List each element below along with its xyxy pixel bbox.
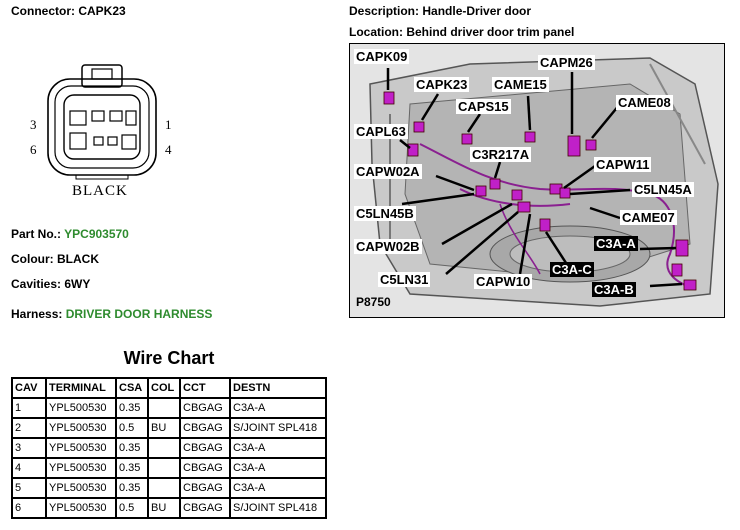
cell-destn: C3A-A [229,477,327,499]
cell-terminal: YPL500530 [45,497,117,519]
cell-cct: CBGAG [179,457,231,479]
location-value: Behind driver door trim panel [406,25,575,39]
cell-cct: CBGAG [179,497,231,519]
connector-line: Connector: CAPK23 [11,4,126,18]
cell-cav: 5 [11,477,47,499]
harness-value: DRIVER DOOR HARNESS [65,307,213,321]
cell-col [147,397,181,419]
cavities-label: Cavities: [11,277,62,291]
part-no-value: YPC903570 [64,227,129,241]
table-row: 2 YPL500530 0.5 BU CBGAG S/JOINT SPL418 [11,417,327,439]
connector-color-caption: BLACK [72,183,128,199]
callout-capk23: CAPK23 [414,77,470,92]
table-row: 4 YPL500530 0.35 CBGAG C3A-A [11,457,327,479]
cell-terminal: YPL500530 [45,437,117,459]
description-label: Description: [349,4,420,18]
location-line: Location: Behind driver door trim panel [349,25,574,39]
callout-c5ln45b: C5LN45B [354,206,416,221]
cavities-value: 6WY [64,277,91,291]
part-no-line: Part No.: YPC903570 [11,227,129,241]
cell-csa: 0.35 [115,477,149,499]
cell-col [147,477,181,499]
callout-capw02b: CAPW02B [354,239,422,254]
table-row: 3 YPL500530 0.35 CBGAG C3A-A [11,437,327,459]
cell-cav: 6 [11,497,47,519]
callout-capw02a: CAPW02A [354,164,422,179]
wire-chart-header-row: CAV TERMINAL CSA COL CCT DESTN [11,377,327,399]
cavity-number-6: 6 [30,142,37,157]
wire-chart-title: Wire Chart [123,348,215,368]
cell-destn: S/JOINT SPL418 [229,497,327,519]
photo-reference-id: P8750 [356,295,391,309]
cell-csa: 0.5 [115,497,149,519]
connector-value: CAPK23 [78,4,126,18]
cavity-number-3: 3 [30,117,37,132]
table-row: 5 YPL500530 0.35 CBGAG C3A-A [11,477,327,499]
callout-came08: CAME08 [616,95,673,110]
header-destn: DESTN [229,377,327,399]
cell-col [147,457,181,479]
cell-col [147,437,181,459]
header-terminal: TERMINAL [45,377,117,399]
callout-c5ln45a: C5LN45A [632,182,694,197]
table-row: 6 YPL500530 0.5 BU CBGAG S/JOINT SPL418 [11,497,327,519]
door-location-illustration: CAPK09 CAPK23 CAME15 CAPM26 CAPS15 CAME0… [349,43,725,318]
cell-terminal: YPL500530 [45,457,117,479]
cell-col: BU [147,497,181,519]
header-cct: CCT [179,377,231,399]
connector-face-diagram [47,64,157,180]
colour-value: BLACK [57,252,99,266]
cell-cav: 3 [11,437,47,459]
callout-came07: CAME07 [620,210,677,225]
callout-capm26: CAPM26 [538,55,595,70]
cell-terminal: YPL500530 [45,417,117,439]
cell-cav: 2 [11,417,47,439]
callout-came15: CAME15 [492,77,549,92]
cell-terminal: YPL500530 [45,397,117,419]
location-label: Location: [349,25,403,39]
callout-capl63: CAPL63 [354,124,408,139]
callout-capw11: CAPW11 [594,157,652,172]
callout-c3r217a: C3R217A [470,147,532,162]
description-line: Description: Handle-Driver door [349,4,531,18]
cell-destn: C3A-A [229,457,327,479]
callout-c3a-a: C3A-A [594,236,638,251]
callout-caps15: CAPS15 [456,99,511,114]
cell-destn: S/JOINT SPL418 [229,417,327,439]
cell-cct: CBGAG [179,477,231,499]
header-col: COL [147,377,181,399]
cell-destn: C3A-A [229,397,327,419]
cell-csa: 0.35 [115,457,149,479]
cavity-number-1: 1 [165,117,172,132]
harness-label: Harness: [11,307,63,321]
cell-col: BU [147,417,181,439]
cell-csa: 0.35 [115,397,149,419]
cell-csa: 0.35 [115,437,149,459]
cell-cct: CBGAG [179,437,231,459]
cell-destn: C3A-A [229,437,327,459]
cell-cct: CBGAG [179,397,231,419]
callout-capk09: CAPK09 [354,49,410,64]
callout-capw10: CAPW10 [474,274,533,289]
cavities-line: Cavities: 6WY [11,277,90,291]
colour-label: Colour: [11,252,54,266]
cell-cav: 1 [11,397,47,419]
callout-c3a-b: C3A-B [592,282,636,297]
description-value: Handle-Driver door [422,4,532,18]
connector-label: Connector: [11,4,75,18]
cavity-number-4: 4 [165,142,172,157]
callout-c3a-c: C3A-C [550,262,594,277]
header-csa: CSA [115,377,149,399]
callout-c5ln31: C5LN31 [378,272,431,287]
header-cav: CAV [11,377,47,399]
cell-terminal: YPL500530 [45,477,117,499]
wire-chart-table: CAV TERMINAL CSA COL CCT DESTN 1 YPL5005… [11,377,327,519]
table-row: 1 YPL500530 0.35 CBGAG C3A-A [11,397,327,419]
part-no-label: Part No.: [11,227,62,241]
cell-csa: 0.5 [115,417,149,439]
harness-line: Harness: DRIVER DOOR HARNESS [11,307,212,321]
colour-line: Colour: BLACK [11,252,99,266]
cell-cav: 4 [11,457,47,479]
cell-cct: CBGAG [179,417,231,439]
